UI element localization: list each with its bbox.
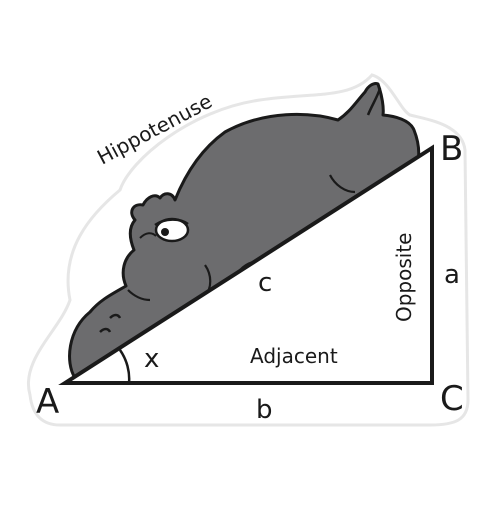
opposite-label: Opposite (392, 233, 416, 323)
angle-arc (118, 349, 131, 384)
hippo-nostril (109, 313, 122, 319)
hippo-brow (139, 232, 157, 239)
vertex-a-label: A (36, 382, 59, 422)
hippo-body (68, 82, 421, 380)
vertex-c-label: C (440, 379, 464, 419)
hippo-mouth (127, 289, 151, 302)
hippo-eyelid (154, 218, 189, 227)
side-b-label: b (256, 395, 273, 425)
hippo-ear (366, 87, 382, 116)
angle-x-label: x (144, 344, 159, 374)
vertex-b-label: B (440, 129, 463, 169)
adjacent-label: Adjacent (250, 344, 338, 368)
hippo-illustration (68, 82, 421, 380)
triangle (58, 144, 434, 385)
hippo-nostril-2 (99, 327, 112, 333)
side-c-label: c (258, 268, 272, 298)
hippo-pupil (161, 228, 169, 236)
hippo-crease-3 (329, 174, 356, 194)
side-a-label: a (444, 260, 460, 290)
